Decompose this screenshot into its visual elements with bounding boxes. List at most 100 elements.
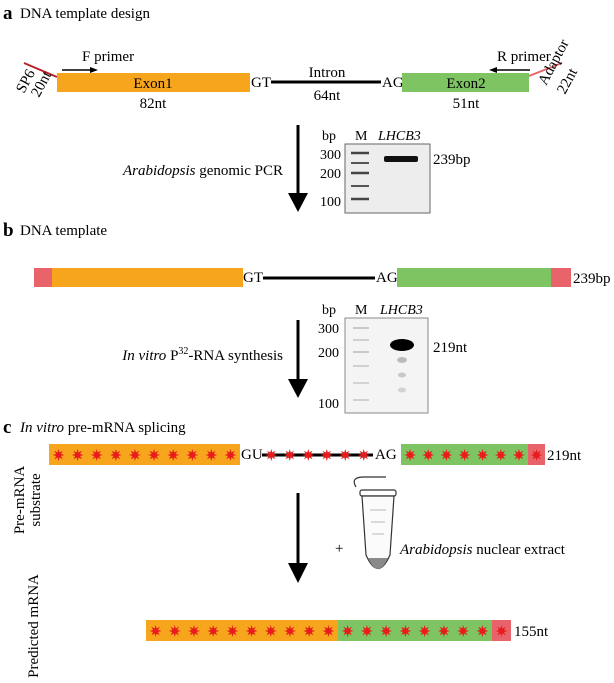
radiolabel-star-icon (205, 449, 218, 461)
template-sp6-box (34, 268, 52, 287)
radiolabel-star-icon (188, 625, 200, 637)
radiolabel-star-icon (422, 449, 435, 461)
gel-b: bp M LHCB3 300 200 100 219nt (318, 303, 468, 414)
pre-gu-label: GU (241, 447, 263, 463)
extract-label: Arabidopsis nuclear extract (399, 542, 566, 558)
gel-b-band-label: 219nt (433, 340, 468, 356)
radiolabel-star-icon (357, 449, 370, 461)
radiolabel-star-icon (207, 625, 220, 637)
gel-a-sample-band (384, 156, 418, 162)
gel-b-sample-smear (398, 372, 406, 378)
gel-a-lane-sample: LHCB3 (377, 129, 421, 144)
template-exon2-box (397, 268, 551, 287)
radiolabel-star-icon (226, 625, 239, 637)
panel-a-title: DNA template design (20, 6, 150, 22)
panel-c: c In vitro pre-mRNA splicing Pre-mRNA su… (3, 417, 582, 678)
radiolabel-star-icon (320, 449, 333, 461)
f-primer-label: F primer (82, 49, 134, 65)
radiolabel-star-icon (109, 449, 122, 461)
radiolabel-star-icon (148, 449, 161, 461)
radiolabel-star-icon (495, 625, 508, 637)
tube-icon (353, 476, 397, 570)
pre-mrna-side-label-2: substrate (28, 473, 44, 527)
radiolabel-star-icon (404, 449, 417, 461)
radiolabel-star-icon (265, 449, 278, 461)
r-primer-label: R primer (497, 49, 551, 65)
pre-length: 219nt (547, 448, 582, 464)
plus-sign: + (335, 541, 343, 557)
gel-a-tick-100: 100 (320, 195, 341, 210)
gel-b-tick-200: 200 (318, 346, 339, 361)
step-c-arrowhead (288, 563, 308, 583)
predicted-mrna-side-label: Predicted mRNA (26, 574, 42, 678)
exon1-box (57, 73, 250, 92)
gel-b-bp: bp (322, 303, 336, 318)
radiolabel-star-icon (530, 449, 543, 461)
radiolabel-star-icon (458, 449, 471, 461)
radiolabel-star-icon (186, 449, 199, 461)
panel-c-letter: c (3, 417, 11, 438)
panel-b: b DNA template GT AG 239bp In vitro P32-… (3, 220, 611, 414)
step-a-arrowhead (288, 193, 308, 212)
radiolabel-star-icon (341, 625, 354, 637)
exon2-label: Exon2 (446, 76, 485, 92)
radiolabel-star-icon (494, 449, 507, 461)
radiolabel-star-icon (457, 625, 470, 637)
radiolabel-star-icon (437, 625, 450, 637)
gel-a: bp M LHCB3 300 200 100 239bp (320, 129, 471, 214)
gel-a-band-label: 239bp (433, 152, 471, 168)
template-length: 239bp (573, 271, 611, 287)
gel-a-bp: bp (322, 129, 336, 144)
gel-a-tick-300: 300 (320, 148, 341, 163)
radiolabel-star-icon (302, 449, 315, 461)
panel-b-title: DNA template (20, 223, 107, 239)
pre-ag-label: AG (375, 447, 397, 463)
panel-c-title: In vitro pre-mRNA splicing (19, 420, 186, 436)
radiolabel-star-icon (168, 625, 181, 637)
f-primer-arrowhead (90, 67, 98, 73)
mrna-length: 155nt (514, 624, 549, 640)
radiolabel-star-icon (476, 449, 489, 461)
radiolabel-star-icon (399, 625, 412, 637)
radiolabel-star-icon (418, 625, 431, 637)
mrna-labels (149, 625, 508, 637)
intron-length: 64nt (314, 88, 342, 104)
sp6-segment (23, 62, 58, 78)
radiolabel-star-icon (128, 449, 141, 461)
radiolabel-star-icon (90, 449, 103, 461)
radiolabel-star-icon (360, 625, 373, 637)
gel-b-lane-sample: LHCB3 (379, 303, 423, 318)
gel-a-tick-200: 200 (320, 167, 341, 182)
gel-b-sample-smear (397, 357, 407, 363)
gt-label: GT (251, 75, 271, 91)
pre-mrna-labels (52, 449, 543, 461)
radiolabel-star-icon (476, 625, 489, 637)
exon2-box (402, 73, 529, 92)
gel-b-tick-100: 100 (318, 397, 339, 412)
step-b-arrowhead (288, 379, 308, 398)
radiolabel-star-icon (339, 449, 352, 461)
gel-a-image (344, 143, 431, 214)
template-gt-label: GT (243, 270, 263, 286)
radiolabel-star-icon (245, 625, 258, 637)
panel-a: a DNA template design SP6 20nt F primer … (3, 3, 581, 214)
gel-a-lane-m: M (355, 129, 368, 144)
exon1-length: 82nt (140, 96, 168, 112)
radiolabel-star-icon (380, 625, 393, 637)
panel-b-letter: b (3, 220, 14, 241)
step-b-label: In vitro P32-RNA synthesis (121, 346, 283, 364)
radiolabel-star-icon (283, 449, 296, 461)
radiolabel-star-icon (52, 449, 65, 461)
pre-mrna-side-label: Pre-mRNA (12, 466, 28, 534)
radiolabel-star-icon (512, 449, 525, 461)
ag-label: AG (382, 75, 404, 91)
radiolabel-star-icon (284, 625, 296, 637)
template-ag-label: AG (376, 270, 398, 286)
panel-a-letter: a (3, 3, 13, 24)
template-exon1-box (52, 268, 243, 287)
gel-b-tick-300: 300 (318, 322, 339, 337)
radiolabel-star-icon (303, 625, 316, 637)
exon1-label: Exon1 (133, 76, 172, 92)
radiolabel-star-icon (71, 449, 84, 461)
